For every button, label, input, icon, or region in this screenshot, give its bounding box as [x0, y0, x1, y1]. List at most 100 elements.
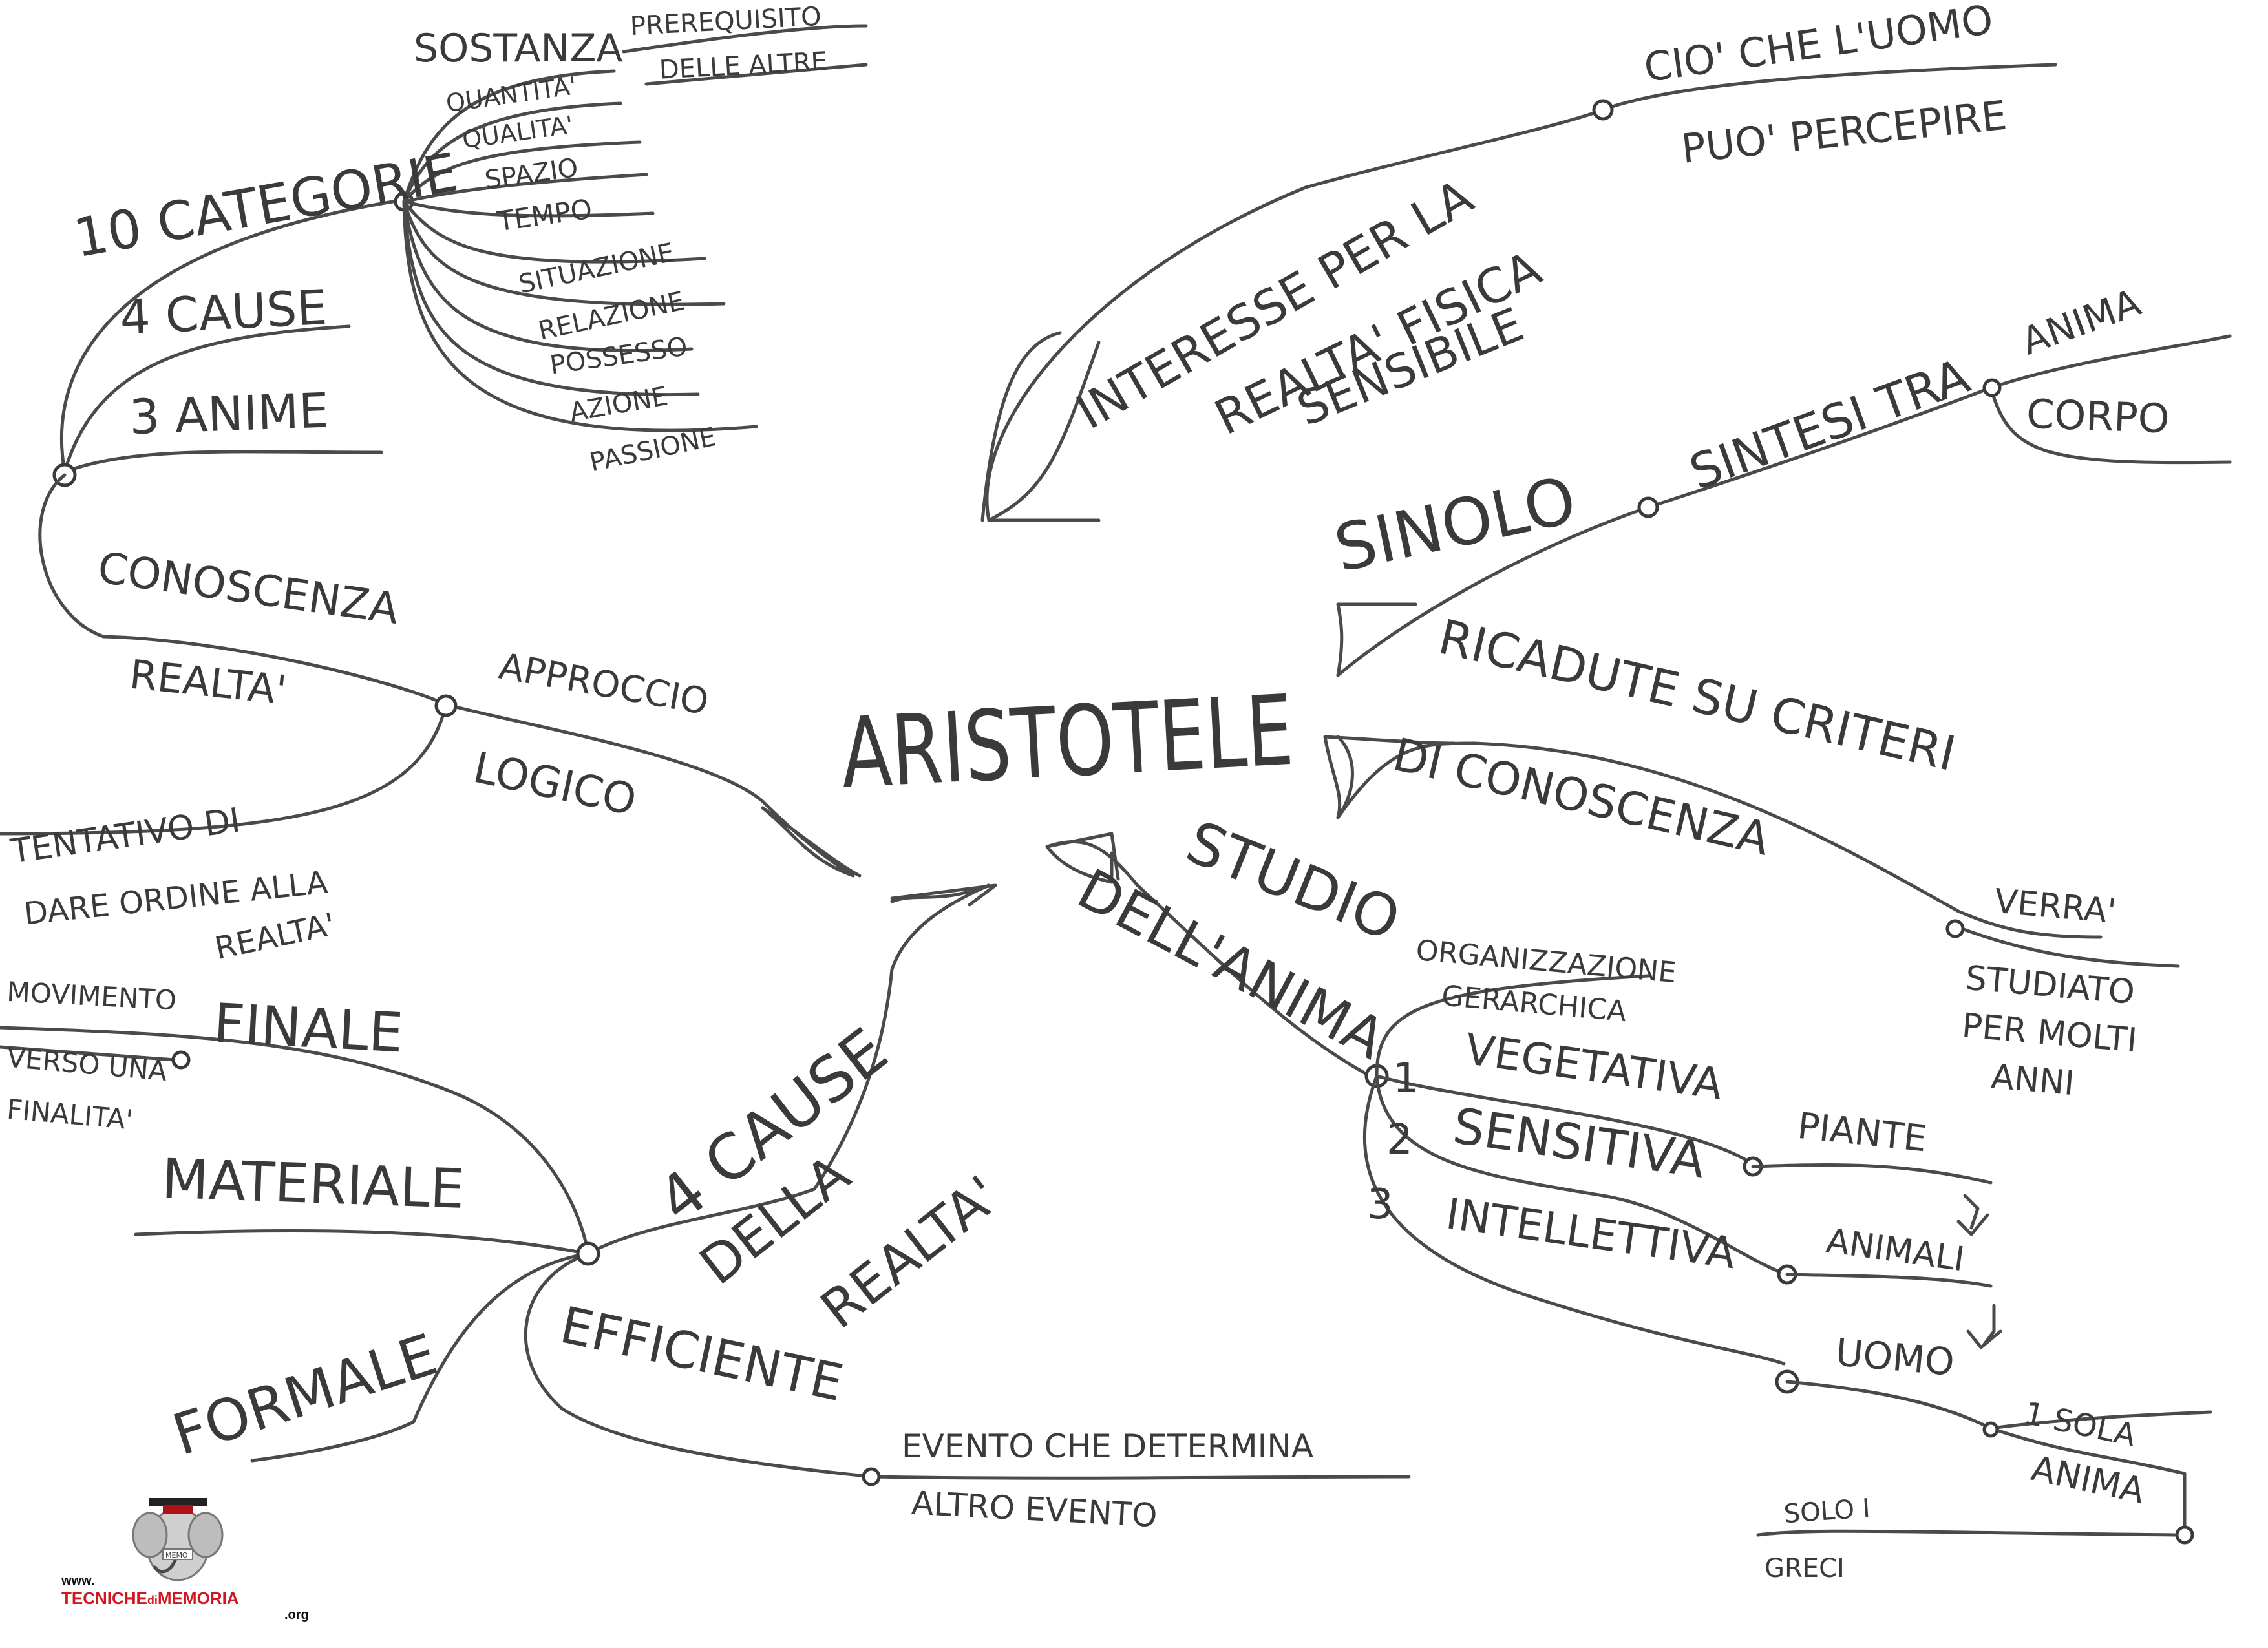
connector	[890, 883, 991, 903]
approccio-label: APPROCCIO	[496, 645, 712, 723]
connector	[644, 63, 868, 86]
connector	[761, 806, 862, 878]
sintesi-label: SINTESI TRA	[1682, 348, 1977, 501]
animali-label: ANIMALI	[1824, 1221, 1967, 1279]
node	[434, 694, 458, 717]
branch-interesse: INTERESSE PER LA REALTA' FISICA SENSIBIL…	[985, 0, 2057, 522]
anima-number: 2	[1386, 1116, 1413, 1164]
logo-brand[interactable]: TECNICHEdiMEMORIA	[61, 1589, 239, 1609]
evento-note: ALTRO EVENTO	[911, 1484, 1158, 1534]
interesse-note: PUO' PERCEPIRE	[1679, 92, 2009, 173]
branch-ricadute: RICADUTE SU CRITERI DI CONOSCENZA VERRA'…	[1323, 609, 2180, 1103]
connector	[1989, 386, 2232, 465]
connector	[1362, 1074, 1786, 1366]
node	[2175, 1525, 2194, 1545]
node	[171, 1050, 191, 1070]
category-item: TEMPO	[495, 193, 594, 237]
tentativo-note: REALTA'	[212, 906, 339, 967]
connector	[38, 473, 448, 706]
connector	[402, 200, 706, 264]
org-note: GERARCHICA	[1440, 979, 1627, 1028]
memo-badge-text: MEMO	[165, 1551, 188, 1559]
studiato-note: ANNI	[1989, 1057, 2075, 1103]
connector	[1375, 974, 1650, 1078]
connector	[444, 703, 855, 878]
finale-label: FINALE	[212, 991, 405, 1064]
evento-note: EVENTO CHE DETERMINA	[902, 1428, 1313, 1465]
connector	[1601, 63, 2057, 112]
connector	[586, 883, 991, 1256]
studiato-note: STUDIATO	[1964, 959, 2136, 1013]
elephant-ear	[132, 1512, 168, 1558]
graduation-cap-icon	[149, 1498, 207, 1506]
connector	[1045, 832, 1120, 881]
connector	[402, 140, 642, 204]
connector	[1336, 505, 1650, 677]
connector	[1756, 1529, 2177, 1537]
anima-label: ANIMA	[2016, 280, 2146, 363]
connector	[985, 108, 1605, 522]
studiato-note: PER MOLTI	[1960, 1006, 2139, 1060]
cause-link: 4 CAUSE	[118, 280, 328, 346]
connector	[1045, 840, 1372, 1078]
node	[1982, 378, 2002, 397]
logo-brand-part: TECNICHE	[61, 1589, 147, 1608]
anima-number: 3	[1367, 1181, 1394, 1229]
arrow-connector	[1982, 1304, 1996, 1346]
connector	[402, 200, 758, 432]
sostanza-note: DELLE ALTRE	[659, 47, 828, 85]
intellettiva-label: INTELLETTIVA	[1443, 1188, 1739, 1278]
efficiente-label: EFFICIENTE	[555, 1296, 848, 1413]
connector	[402, 200, 694, 353]
logo-url[interactable]: www.	[61, 1574, 95, 1588]
branch-categorie: 10 CATEGORIE SOSTANZA QUANTITA' QUALITA'…	[52, 2, 868, 487]
sinolo-label: SINOLO	[1328, 462, 1582, 587]
category-item: QUANTITA'	[444, 71, 578, 118]
connector	[1045, 845, 1114, 884]
movimento-note: FINALITA'	[6, 1093, 134, 1136]
anima-number: 1	[1393, 1055, 1419, 1103]
logo-brand-mid: di	[147, 1594, 158, 1607]
logico-label: LOGICO	[469, 743, 641, 825]
connector	[402, 200, 726, 306]
ricadute-title: DI CONOSCENZA	[1388, 728, 1774, 866]
logo-org[interactable]: .org	[284, 1608, 309, 1622]
connector	[0, 703, 448, 836]
connector	[871, 1475, 1411, 1480]
category-item: SITUAZIONE	[516, 238, 677, 300]
connector	[402, 200, 655, 218]
connector	[1336, 735, 1354, 819]
category-item: AZIONE	[567, 381, 670, 428]
piante-label: PIANTE	[1796, 1105, 1929, 1161]
sola-note: 1 SOLA	[2021, 1395, 2139, 1454]
formale-label: FORMALE	[165, 1321, 445, 1468]
greci-note: GRECI	[1765, 1554, 1845, 1583]
connector	[1989, 334, 2232, 390]
connector	[63, 324, 351, 474]
connector	[59, 198, 403, 474]
node	[862, 1467, 881, 1486]
sostanza-note: PREREQUISITO	[630, 2, 822, 41]
categorie-label: 10 CATEGORIE	[69, 142, 462, 269]
connector	[1646, 386, 1993, 509]
central-connectors	[761, 331, 1354, 907]
graduation-cap-icon	[163, 1505, 193, 1514]
node	[576, 1241, 600, 1266]
connector	[1956, 925, 2180, 968]
branch-conoscenza: CONOSCENZA REALTA' APPROCCIO LOGICO TENT…	[0, 473, 855, 967]
node	[1592, 99, 1614, 121]
connector	[0, 1026, 590, 1256]
movimento-note: VERSO UNA	[6, 1042, 169, 1087]
connector	[250, 1252, 590, 1463]
category-item: SPAZIO	[483, 153, 580, 196]
connector	[622, 24, 868, 54]
connector	[402, 173, 648, 204]
node	[1945, 919, 1965, 938]
greci-note: SOLO I	[1783, 1494, 1871, 1529]
category-item: SOSTANZA	[414, 26, 622, 71]
conoscenza-title: REALTA'	[127, 651, 288, 714]
vegetativa-label: VEGETATIVA	[1462, 1024, 1726, 1110]
uomo-label: UOMO	[1834, 1330, 1956, 1384]
connector	[402, 101, 622, 204]
connector	[1989, 1410, 2212, 1430]
